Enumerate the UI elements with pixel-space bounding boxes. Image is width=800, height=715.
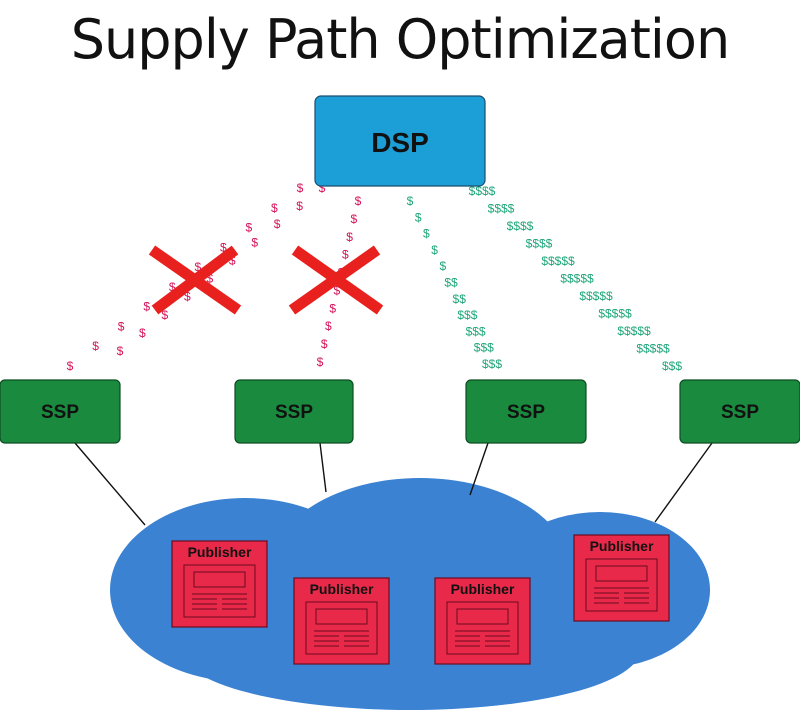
active-payment-mark: $: [415, 210, 422, 224]
active-payment-mark: $: [423, 227, 430, 241]
blocked-payment-mark: $: [296, 199, 303, 213]
active-payment-mark: $$$$: [488, 202, 515, 216]
ssp-label: SSP: [41, 402, 79, 423]
active-payment-mark: $$$$$: [617, 324, 651, 338]
blocked-payment-mark: $: [67, 359, 74, 373]
ssp-label: SSP: [275, 402, 313, 423]
active-payment-mark: $: [439, 259, 446, 273]
active-payment-mark: $$$$$: [541, 254, 575, 268]
blocked-payment-mark: $: [162, 308, 169, 322]
blocked-payment-mark: $: [325, 319, 332, 333]
blocked-payment-mark: $: [184, 290, 191, 304]
publisher-label: Publisher: [451, 581, 515, 597]
blocked-payment-mark: $: [274, 217, 281, 231]
active-payment-mark: $$$: [466, 324, 486, 338]
publisher-card-2[interactable]: Publisher: [293, 577, 390, 665]
ssp-node-1[interactable]: SSP: [0, 379, 121, 444]
blocked-payment-mark: $: [117, 344, 124, 358]
active-payment-mark: $: [431, 243, 438, 257]
active-payment-mark: $$$$: [469, 184, 496, 198]
blocked-payment-mark: $: [92, 339, 99, 353]
blocked-payment-mark: $: [319, 181, 326, 195]
active-payment-mark: $$$$$: [636, 342, 670, 356]
money-trails: $$$$$$$$$$$$$$$$$$$$$$$$$$$$$$$$$$$$$$$$…: [67, 181, 683, 373]
active-payment-mark: $$: [453, 292, 467, 306]
blocked-payment-mark: $: [229, 253, 236, 267]
dsp-node[interactable]: DSP: [314, 95, 486, 187]
publisher-card-1[interactable]: Publisher: [171, 540, 268, 628]
blocked-payment-mark: $: [143, 300, 150, 314]
blocked-payment-mark: $: [321, 337, 328, 351]
active-payment-mark: $$$$$: [598, 307, 632, 321]
blocked-payment-mark: $: [317, 355, 324, 369]
active-payment-mark: $$$$: [507, 219, 534, 233]
dsp-label: DSP: [371, 127, 429, 158]
active-payment-mark: $$$: [457, 308, 477, 322]
blocked-payment-mark: $: [355, 194, 362, 208]
webpage-icon: [183, 564, 256, 618]
active-payment-mark: $$$: [474, 341, 494, 355]
blocked-payment-mark: $: [271, 201, 278, 215]
webpage-icon: [305, 601, 378, 655]
blocked-payment-mark: $: [297, 181, 304, 195]
active-payment-mark: $$: [444, 276, 458, 290]
red-x-icon: [288, 245, 384, 315]
blocked-payment-mark: $: [350, 212, 357, 226]
blocked-payment-mark: $: [194, 260, 201, 274]
blocked-payment-mark: $: [206, 272, 213, 286]
ssp-label: SSP: [507, 402, 545, 423]
active-payment-mark: $$$$$: [560, 272, 594, 286]
blocked-payment-mark: $: [246, 221, 253, 235]
ssp-cloud-connectors: [74, 442, 713, 526]
blocked-payment-mark: $: [139, 326, 146, 340]
blocked-payment-mark: $: [346, 230, 353, 244]
webpage-icon: [585, 558, 658, 612]
publisher-card-3[interactable]: Publisher: [434, 577, 531, 665]
ssp-node-4[interactable]: SSP: [679, 379, 800, 444]
ssp-node-3[interactable]: SSP: [465, 379, 587, 444]
red-x-icon: [148, 245, 242, 315]
webpage-icon: [446, 601, 519, 655]
publisher-label: Publisher: [188, 544, 252, 560]
ssp-node-2[interactable]: SSP: [234, 379, 354, 444]
publisher-card-4[interactable]: Publisher: [573, 534, 670, 622]
active-payment-mark: $$$$: [526, 237, 553, 251]
blocked-payment-mark: $: [334, 283, 341, 297]
blocked-payment-mark: $: [251, 235, 258, 249]
blocked-payment-mark: $: [118, 319, 125, 333]
ssp-label: SSP: [721, 402, 759, 423]
blocked-payment-mark: $: [220, 240, 227, 254]
blocked-payment-mark: $: [169, 280, 176, 294]
blocked-payment-mark: $: [342, 248, 349, 262]
active-payment-mark: $$$: [482, 357, 502, 371]
page-title: Supply Path Optimization: [70, 8, 730, 71]
publisher-label: Publisher: [310, 581, 374, 597]
active-payment-mark: $$$: [662, 359, 682, 373]
active-payment-mark: $: [407, 194, 414, 208]
blocked-payment-mark: $: [329, 301, 336, 315]
publisher-label: Publisher: [590, 538, 654, 554]
active-payment-mark: $$$$$: [579, 289, 613, 303]
